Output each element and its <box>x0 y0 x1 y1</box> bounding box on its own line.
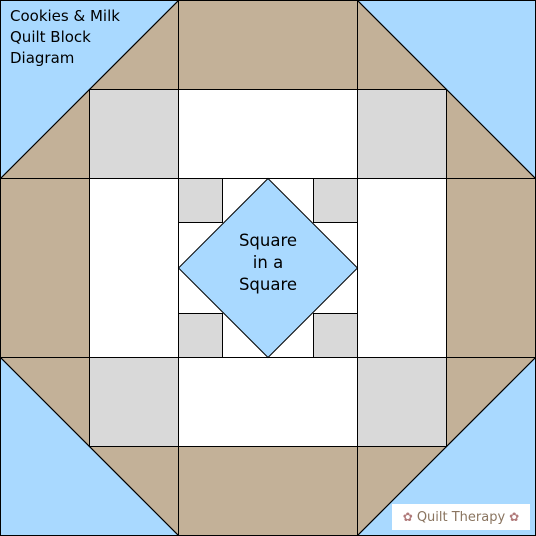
title-line-2: Quilt Block <box>10 28 91 46</box>
white-frame-left <box>89 178 179 358</box>
flower-icon: ✿ <box>402 510 413 524</box>
white-frame-right <box>357 178 447 358</box>
gray-square-bottom-left <box>89 357 179 447</box>
quilt-therapy-watermark: ✿ Quilt Therapy ✿ <box>392 504 530 530</box>
center-label: Square in a Square <box>190 230 346 296</box>
small-gray-top-right <box>313 178 358 223</box>
white-frame-bottom <box>178 357 358 447</box>
watermark-text: Quilt Therapy <box>416 509 506 525</box>
tan-side-bottom <box>178 446 358 536</box>
title-line-3: Diagram <box>10 49 75 67</box>
tan-side-top <box>178 0 358 90</box>
small-gray-bottom-right <box>313 313 358 358</box>
center-label-line-3: Square <box>238 275 298 294</box>
diagram-title: Cookies & Milk Quilt Block Diagram <box>10 6 120 69</box>
tan-side-right <box>446 178 536 358</box>
small-gray-bottom-left <box>178 313 223 358</box>
flower-icon: ✿ <box>509 510 520 524</box>
gray-square-top-left <box>89 89 179 179</box>
title-line-1: Cookies & Milk <box>10 7 120 25</box>
white-frame-top <box>178 89 358 179</box>
center-label-line-2: in a <box>252 253 284 272</box>
center-label-line-1: Square <box>238 231 298 250</box>
center-diamond <box>177 177 359 359</box>
gray-square-bottom-right <box>357 357 447 447</box>
gray-square-top-right <box>357 89 447 179</box>
small-gray-top-left <box>178 178 223 223</box>
tan-side-left <box>0 178 90 358</box>
